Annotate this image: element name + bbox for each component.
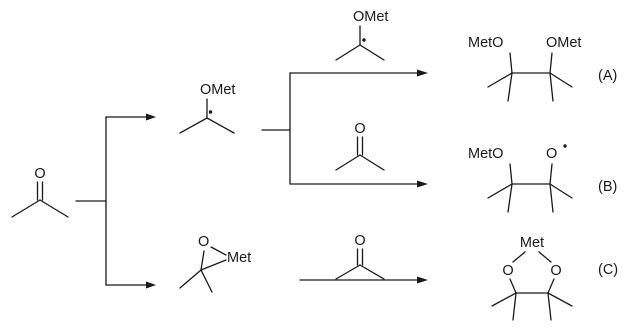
arrow-to-radical-head xyxy=(146,113,156,121)
arrow-to-product-c-head xyxy=(417,276,428,284)
product-c-met-left-bond xyxy=(512,251,526,263)
product-c-right-methyl-2 xyxy=(547,292,552,321)
reagent-b-right-methyl xyxy=(359,154,385,171)
product-b-right-label: O xyxy=(546,146,557,162)
branch-bracket-main xyxy=(75,113,156,289)
reagent-a-left-methyl xyxy=(335,44,361,61)
epoxide-c-met-bond xyxy=(200,259,227,271)
ketyl-radical-molecule: OMet xyxy=(179,82,235,134)
product-c-left-oxygen-label: O xyxy=(502,263,513,279)
product-c-right-methyl-1 xyxy=(547,292,573,307)
product-a-left-label: MetO xyxy=(468,35,503,51)
reagent-b-left-methyl xyxy=(335,154,361,171)
product-b-left-methyl-2 xyxy=(507,183,513,213)
radical-right-methyl xyxy=(206,117,235,134)
acetone-molecule: O xyxy=(11,166,69,218)
reagent-b-oxygen-label: O xyxy=(354,121,365,137)
product-a-left-methyl-2 xyxy=(507,72,513,102)
epoxide-o-c-bond xyxy=(200,250,205,271)
arrow-to-epoxide-head xyxy=(146,281,156,289)
product-a-right-methyl-1 xyxy=(549,72,573,88)
reagent-a-ome-label: OMet xyxy=(353,9,388,25)
product-c-left-oc-bond xyxy=(509,278,517,294)
product-c-tag: (C) xyxy=(598,262,618,278)
product-b-right-methyl-1 xyxy=(549,183,573,199)
epoxide-right-methyl xyxy=(200,269,213,293)
reagent-a-molecule: OMet xyxy=(335,9,388,61)
reagent-c-left-methyl xyxy=(335,264,361,280)
radical-dot xyxy=(208,110,213,114)
acetone-oxygen-label: O xyxy=(34,166,45,182)
product-b-right-methyl-2 xyxy=(549,183,554,213)
epoxide-left-methyl xyxy=(179,269,202,289)
product-a-right-label: OMet xyxy=(546,35,581,51)
acetone-right-methyl xyxy=(39,199,69,218)
product-a-left-methyl-1 xyxy=(487,72,513,88)
radical-left-methyl xyxy=(179,117,208,134)
product-b-left-methyl-1 xyxy=(487,183,513,199)
epoxide-molecule: O Met xyxy=(179,234,251,293)
product-a-right-methyl-2 xyxy=(549,72,554,102)
reagent-c-right-methyl xyxy=(359,264,385,280)
product-c-left-methyl-1 xyxy=(491,292,517,307)
epoxide-oxygen-label: O xyxy=(198,234,209,250)
branch-bracket-radical xyxy=(261,69,428,188)
product-b-molecule: MetO O (B) xyxy=(468,144,617,213)
radical-ome-label: OMet xyxy=(200,82,235,98)
product-a-tag: (A) xyxy=(598,68,617,84)
acetone-left-methyl xyxy=(11,199,41,218)
product-b-right-co-bond xyxy=(549,163,553,185)
epoxide-met-label: Met xyxy=(227,250,251,266)
reagent-a-right-methyl xyxy=(359,44,385,61)
reagent-a-radical-dot xyxy=(362,38,366,42)
product-b-tag: (B) xyxy=(598,179,617,195)
reagent-c-oxygen-label: O xyxy=(354,233,365,249)
product-a-left-co-bond xyxy=(509,52,513,74)
arrow-to-product-a-head xyxy=(417,69,428,77)
product-c-left-methyl-2 xyxy=(512,292,517,321)
epoxide-o-met-bond xyxy=(210,246,227,256)
arrow-to-product-b-head xyxy=(417,180,428,188)
product-c-met-right-bond xyxy=(538,251,552,263)
product-a-right-co-bond xyxy=(549,52,553,74)
product-b-radical-dot xyxy=(563,144,567,148)
product-c-right-oxygen-label: O xyxy=(550,263,561,279)
product-c-right-oc-bond xyxy=(547,278,555,294)
product-b-left-label: MetO xyxy=(468,146,503,162)
product-a-molecule: MetO OMet (A) xyxy=(468,35,617,102)
reagent-c-molecule: O xyxy=(335,233,385,280)
product-b-left-co-bond xyxy=(509,163,513,185)
reagent-b-molecule: O xyxy=(335,121,385,171)
arrow-to-product-c xyxy=(299,276,428,284)
product-c-molecule: Met O O (C) xyxy=(491,235,618,321)
product-c-met-label: Met xyxy=(520,235,544,251)
